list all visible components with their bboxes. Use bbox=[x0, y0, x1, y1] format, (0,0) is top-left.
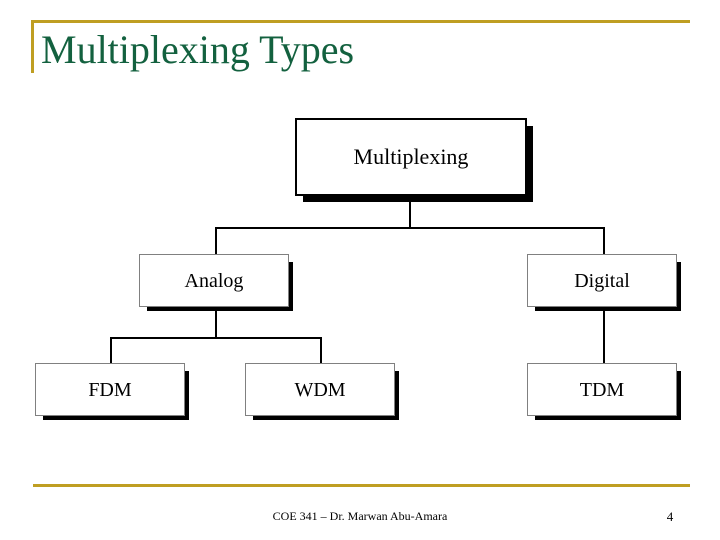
edge-analog-to-bus bbox=[215, 311, 217, 338]
node-multiplexing-label: Multiplexing bbox=[353, 144, 469, 169]
node-analog[interactable]: Analog bbox=[139, 254, 289, 307]
node-digital-label: Digital bbox=[574, 269, 630, 292]
edge-multiplexing-to-bus bbox=[409, 201, 411, 228]
node-fdm-label: FDM bbox=[88, 378, 132, 401]
footer-course-text: COE 341 – Dr. Marwan Abu-Amara bbox=[272, 509, 448, 523]
node-fdm[interactable]: FDM bbox=[35, 363, 185, 416]
edge-bus-to-fdm bbox=[110, 337, 112, 364]
node-tdm[interactable]: TDM bbox=[527, 363, 677, 416]
edge-digital-to-tdm bbox=[603, 311, 605, 364]
footer-page-number: 4 bbox=[666, 509, 674, 524]
title-left-rule bbox=[31, 20, 34, 73]
title-top-rule bbox=[31, 20, 690, 23]
node-analog-label: Analog bbox=[184, 269, 244, 292]
node-multiplexing[interactable]: Multiplexing bbox=[295, 118, 527, 196]
edge-bus-to-wdm bbox=[320, 337, 322, 364]
node-wdm[interactable]: WDM bbox=[245, 363, 395, 416]
node-tdm-label: TDM bbox=[579, 378, 625, 401]
multiplexing-tree-diagram: Multiplexing Analog Digital FDM WDM TDM bbox=[35, 118, 681, 420]
edge-bus-level1 bbox=[215, 227, 605, 229]
node-digital[interactable]: Digital bbox=[527, 254, 677, 307]
edge-bus-to-analog bbox=[215, 227, 217, 255]
node-wdm-label: WDM bbox=[294, 378, 346, 401]
footer-rule bbox=[33, 484, 690, 487]
edge-bus-analog-children bbox=[110, 337, 322, 339]
page-title: Multiplexing Types bbox=[41, 27, 355, 72]
edge-bus-to-digital bbox=[603, 227, 605, 255]
